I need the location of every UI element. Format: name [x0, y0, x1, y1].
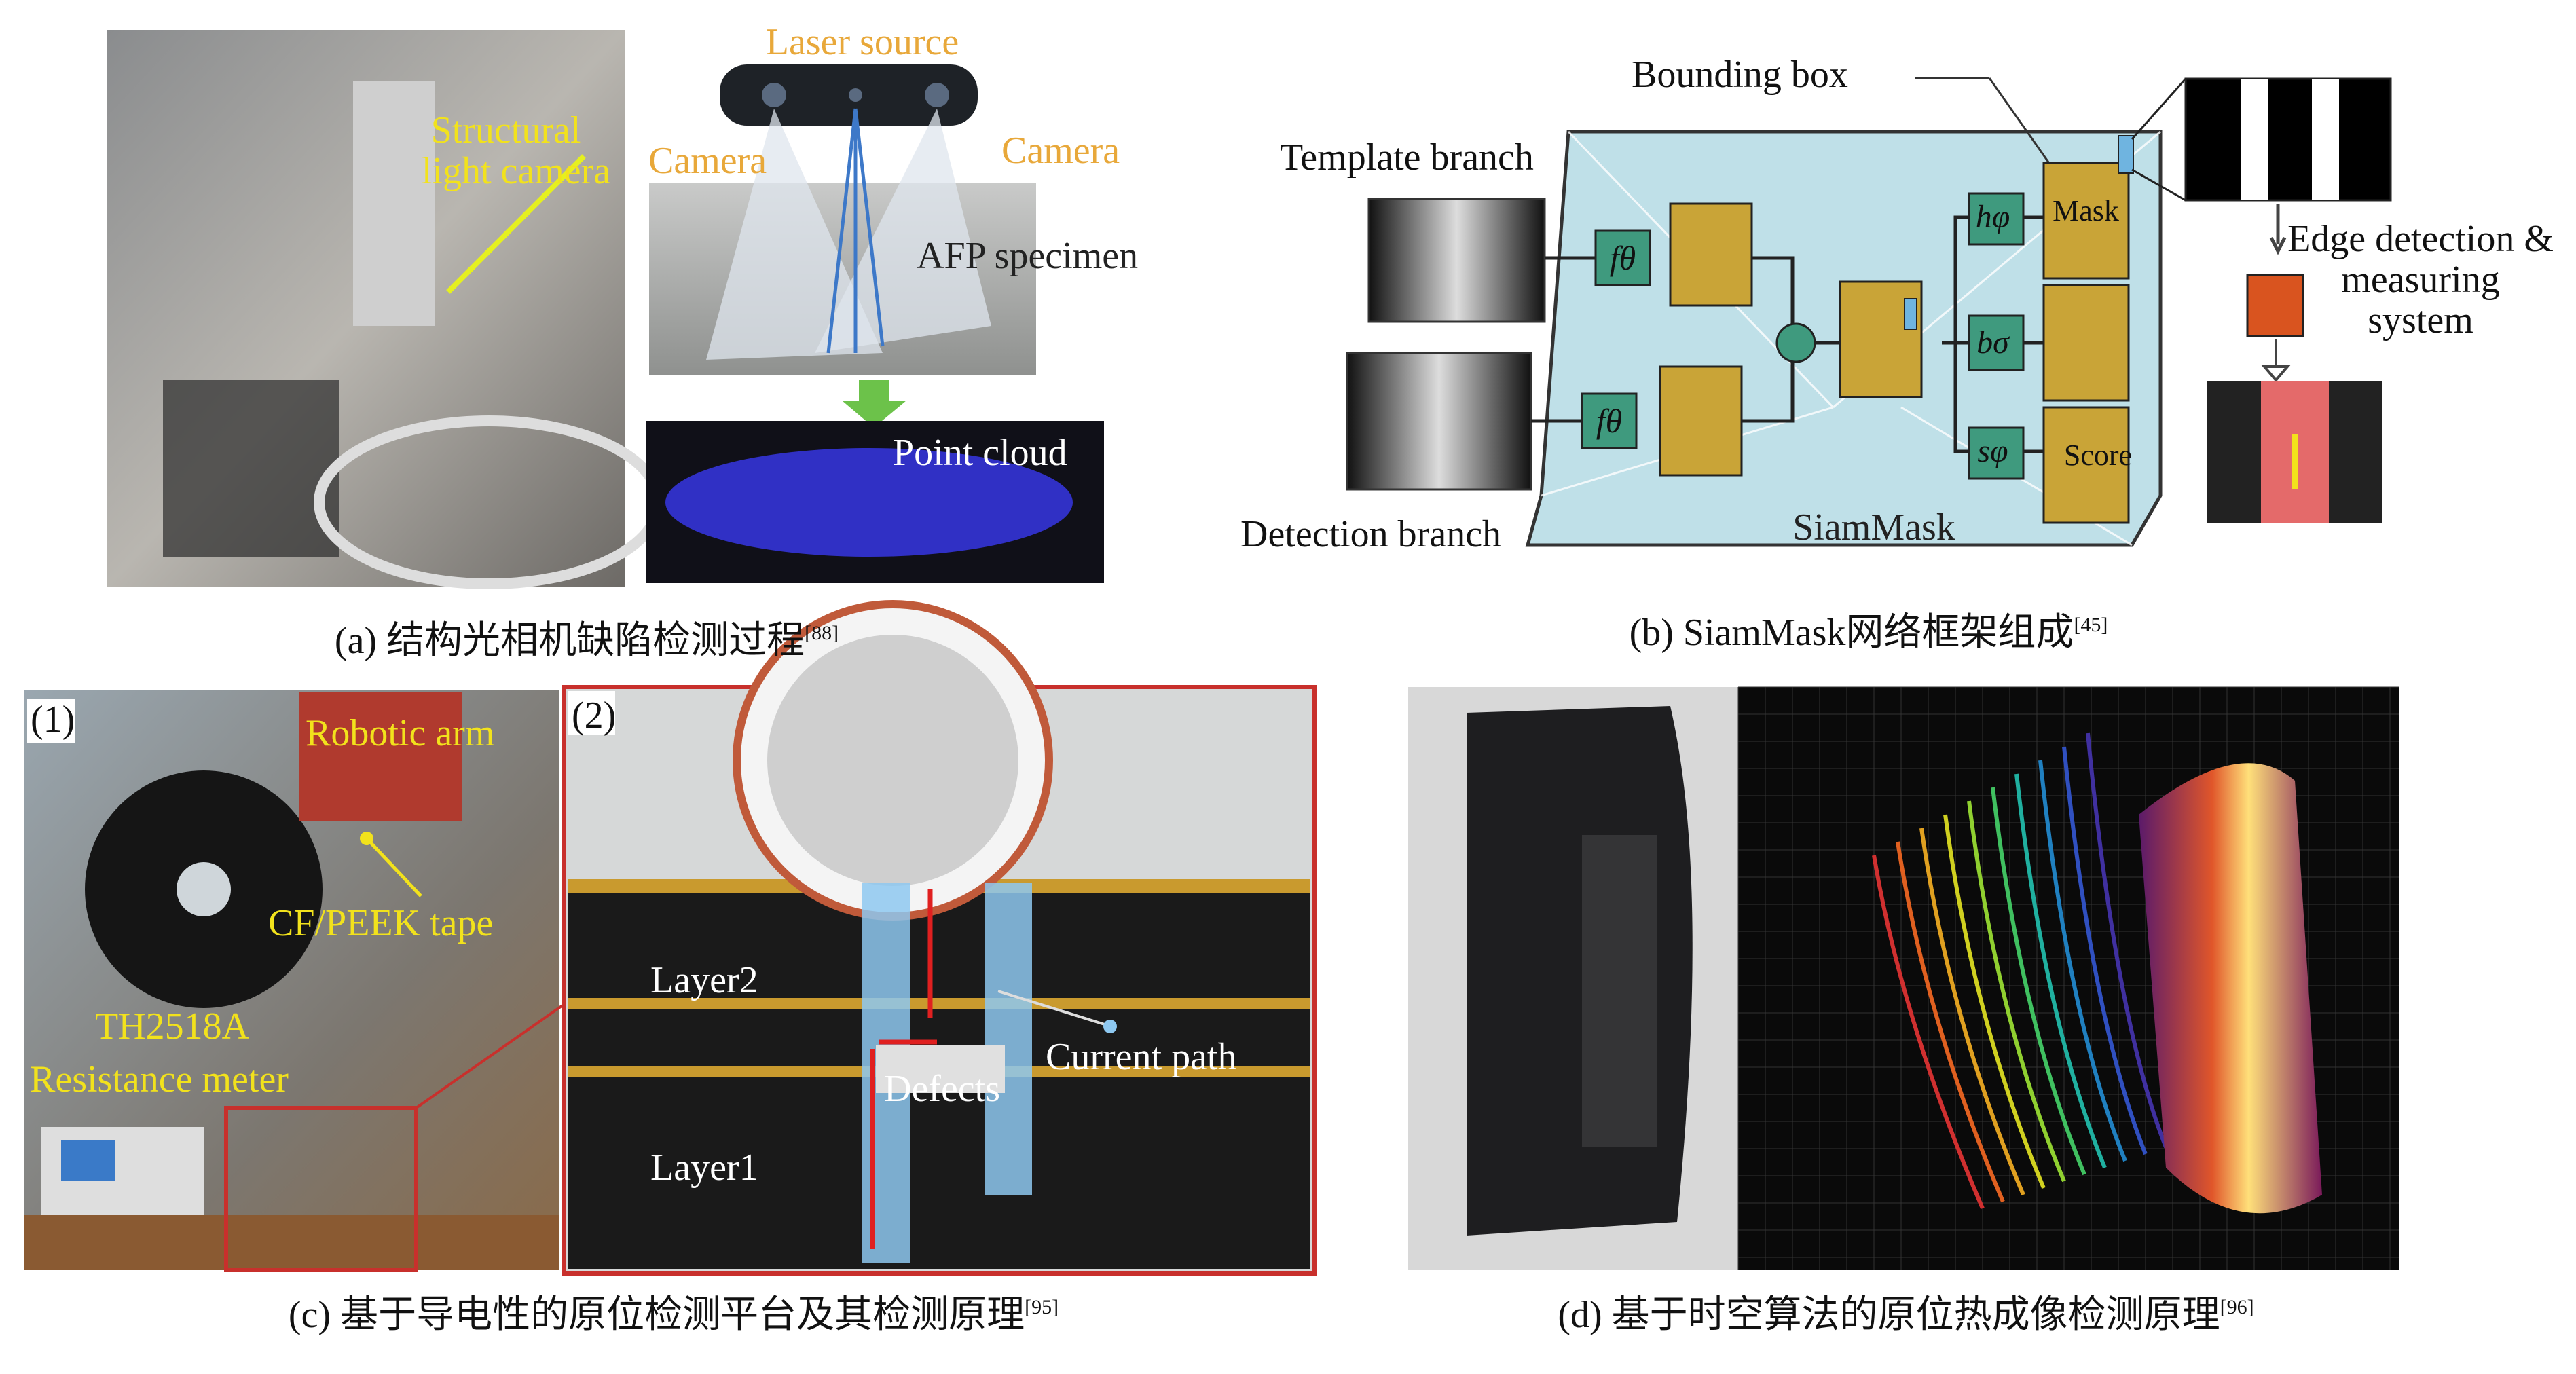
- svg-text:fθ: fθ: [1596, 402, 1622, 440]
- panel-a: Structural light camera Laser source Cam…: [107, 21, 1138, 589]
- scan-line: [1991, 787, 2086, 1176]
- scan-line: [2062, 746, 2148, 1155]
- photo-head: [353, 81, 435, 326]
- spatio-temporal-lines: [1872, 732, 2168, 1210]
- panel-d: [1408, 686, 2399, 1270]
- thermal-surface: [2139, 763, 2322, 1214]
- row-highlight: [1904, 298, 1917, 330]
- label-measuring: measuring: [2341, 259, 2499, 301]
- label-detection-branch: Detection branch: [1240, 513, 1501, 555]
- mask-output-image: [2184, 77, 2392, 202]
- label-resistance-meter: Resistance meter: [30, 1058, 289, 1100]
- label-afp-specimen: AFP specimen: [917, 235, 1138, 277]
- label-laser-source: Laser source: [766, 21, 959, 63]
- camera-fov-left: [706, 109, 883, 360]
- scan-line: [1967, 800, 2066, 1183]
- composite-part: [1467, 706, 1693, 1236]
- pointer-arrow: [446, 154, 586, 294]
- arrow-icon: [2261, 339, 2291, 383]
- label-point-cloud: Point cloud: [893, 432, 1067, 474]
- label-bounding-box: Bounding box: [1632, 54, 1848, 96]
- b-sigma-label: bσ: [1976, 324, 2010, 360]
- f-theta-top: fθ: [1594, 202, 1753, 307]
- arrow-icon: [2269, 204, 2287, 255]
- label-light-camera: light camera: [422, 150, 610, 192]
- feature-cube: [1669, 202, 1753, 307]
- label-layer2: Layer2: [650, 959, 758, 1001]
- label-robotic-arm: Robotic arm: [306, 712, 494, 754]
- current-arrows: [870, 889, 937, 1249]
- laser-lines: [826, 108, 885, 354]
- label-cf-peek-tape: CF/PEEK tape: [268, 902, 493, 944]
- photo-belt: [163, 380, 339, 557]
- scan-line: [1943, 814, 2046, 1189]
- f-theta-bottom: fθ: [1581, 365, 1743, 477]
- caption-c: (c) 基于导电性的原位检测平台及其检测原理[95]: [289, 1294, 1059, 1336]
- label-camera-left: Camera: [648, 140, 767, 182]
- scan-line: [2086, 732, 2168, 1149]
- edge-detection-cube: [2246, 274, 2304, 337]
- panel-b: Template branch Detection branch Boundin…: [1240, 54, 2554, 555]
- s-phi-label: sφ: [1977, 433, 2008, 469]
- scan-line: [2038, 760, 2127, 1162]
- point-cloud: [665, 448, 1073, 557]
- box-cube: [2042, 284, 2130, 402]
- template-image: [1367, 198, 1546, 323]
- label-defects: Defects: [884, 1068, 1000, 1110]
- scan-line: [1896, 841, 2005, 1203]
- network-connections: [1531, 215, 2044, 453]
- label-edge-detection: Edge detection &: [2287, 218, 2554, 260]
- caption-d: (d) 基于时空算法的原位热成像检测原理[96]: [1558, 1294, 2253, 1336]
- scan-line: [2014, 773, 2107, 1169]
- depthwise-correlation-icon: [1775, 322, 1816, 363]
- label-th2518a: TH2518A: [95, 1005, 250, 1047]
- zoom-region-box: [224, 1106, 418, 1272]
- label-camera-right: Camera: [1001, 130, 1120, 172]
- label-siammask: SiamMask: [1792, 506, 1955, 549]
- svg-text:fθ: fθ: [1610, 239, 1636, 277]
- mask-cube: [2042, 162, 2130, 280]
- label-structural: Structural: [431, 109, 581, 151]
- label-system: system: [2368, 299, 2473, 341]
- captions: (a) 结构光相机缺陷检测过程[88] (b) SiamMask网络框架组成[4…: [289, 612, 2254, 1336]
- label-sub1: (1): [31, 699, 75, 741]
- camera-fov-right: [815, 109, 991, 353]
- feature-cube: [1659, 365, 1743, 477]
- h-phi-label: hφ: [1976, 199, 2010, 235]
- label-template-branch: Template branch: [1280, 136, 1534, 179]
- defect-region: [876, 1045, 1005, 1093]
- robotic-arm: [299, 692, 462, 821]
- caption-b: (b) SiamMask网络框架组成[45]: [1630, 612, 2108, 654]
- detection-image: [1346, 352, 1532, 491]
- label-sub2: (2): [572, 694, 616, 737]
- label-mask: Mask: [2053, 194, 2119, 227]
- score-cube: [2042, 406, 2130, 524]
- scan-line: [1919, 828, 2025, 1196]
- caption-a: (a) 结构光相机缺陷检测过程[88]: [335, 620, 839, 662]
- label-layer1: Layer1: [650, 1147, 758, 1189]
- scan-line: [1872, 855, 1985, 1210]
- label-current-path: Current path: [1046, 1036, 1236, 1078]
- panel-c: (1) Robotic arm CF/PEEK tape TH2518A Res…: [24, 600, 1317, 1276]
- label-score: Score: [2064, 439, 2132, 472]
- down-arrow-icon: [842, 380, 906, 428]
